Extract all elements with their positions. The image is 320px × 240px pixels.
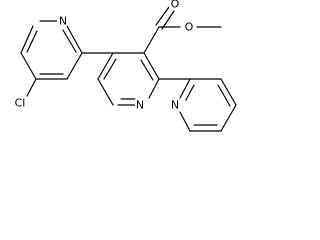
ester-group [143, 6, 222, 54]
ring-chloropyridine [20, 20, 83, 97]
bond [97, 52, 114, 80]
ring-core-pyridine [97, 52, 160, 106]
bond [179, 111, 191, 132]
nitrogen-label: N [136, 99, 144, 112]
bond-carbonyl [161, 10, 175, 30]
atom-labels: N Cl N O O N [12, 0, 194, 112]
bond [66, 25, 83, 54]
bond [143, 52, 160, 80]
bond [66, 52, 83, 80]
bond [148, 78, 160, 99]
bond-carbonyl [155, 6, 170, 26]
nitrogen-label: N [171, 99, 179, 112]
bond-double-inner [26, 30, 38, 53]
nitrogen-label: N [59, 15, 67, 28]
bond [20, 52, 37, 80]
bond [97, 78, 114, 106]
bond [220, 104, 237, 132]
molecule-structure: N Cl N O O N [12, 0, 237, 132]
bond [220, 78, 237, 106]
bond-double-inner [103, 58, 117, 80]
bond-double-inner [140, 59, 154, 81]
ester-oxygen-label: O [185, 21, 194, 34]
bond [20, 25, 34, 54]
ring-pyridyl [179, 78, 237, 132]
bond [179, 78, 191, 99]
chlorine-label: Cl [15, 97, 26, 110]
carbonyl-oxygen-label: O [171, 0, 180, 11]
bond-double-inner [185, 84, 195, 101]
bond-double-inner [62, 29, 77, 53]
bond-to-chlorine [26, 78, 37, 97]
bond-double-inner [217, 84, 231, 107]
bond [143, 26, 160, 54]
